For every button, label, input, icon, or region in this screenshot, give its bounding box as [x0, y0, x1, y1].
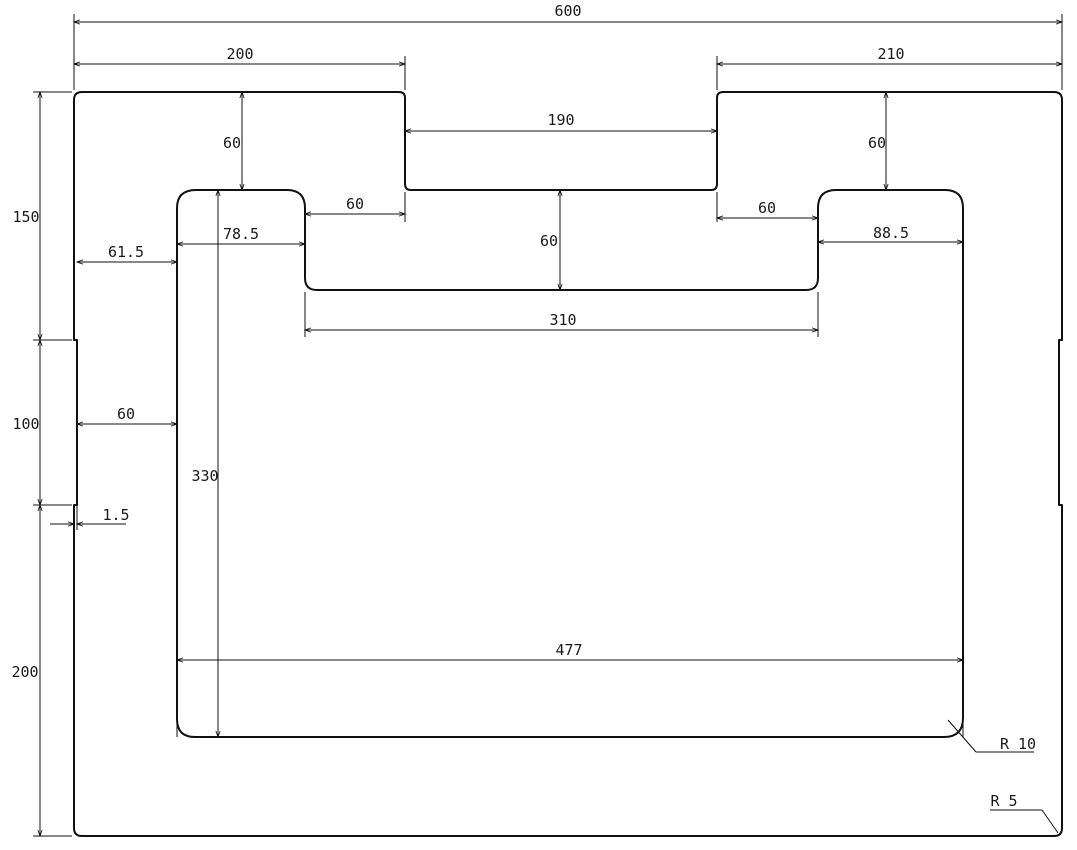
dim-left-height-bottom: 200 — [11, 663, 38, 681]
dim-overall-width: 600 — [554, 2, 581, 20]
dim-left-height-top: 150 — [12, 208, 39, 226]
extension-lines — [33, 14, 1063, 837]
dim-outer-radius: R 5 — [990, 792, 1017, 810]
dimension-lines — [40, 22, 1062, 836]
dim-left-wall: 61.5 — [108, 243, 144, 261]
dim-inner-left-flange: 78.5 — [223, 225, 259, 243]
dim-left-step: 60 — [346, 195, 364, 213]
dim-inner-right-flange: 88.5 — [873, 224, 909, 242]
dim-right-step: 60 — [758, 199, 776, 217]
dim-right-notch-depth: 60 — [868, 134, 886, 152]
dim-left-wall-lower: 60 — [117, 405, 135, 423]
dim-inner-radius: R 10 — [1000, 735, 1036, 753]
dim-top-left-width: 200 — [226, 45, 253, 63]
dim-left-height-mid: 100 — [12, 415, 39, 433]
dim-center-depth: 60 — [540, 232, 558, 250]
dim-left-recess: 1.5 — [102, 506, 129, 524]
dim-inner-height: 330 — [191, 467, 218, 485]
inner-outline — [176, 189, 964, 738]
outer-outline — [73, 91, 1063, 837]
dim-notch-width: 190 — [547, 111, 574, 129]
dim-left-notch-depth: 60 — [223, 134, 241, 152]
dim-inner-notch-width: 310 — [549, 311, 576, 329]
dim-top-right-width: 210 — [877, 45, 904, 63]
dim-inner-width: 477 — [555, 641, 582, 659]
